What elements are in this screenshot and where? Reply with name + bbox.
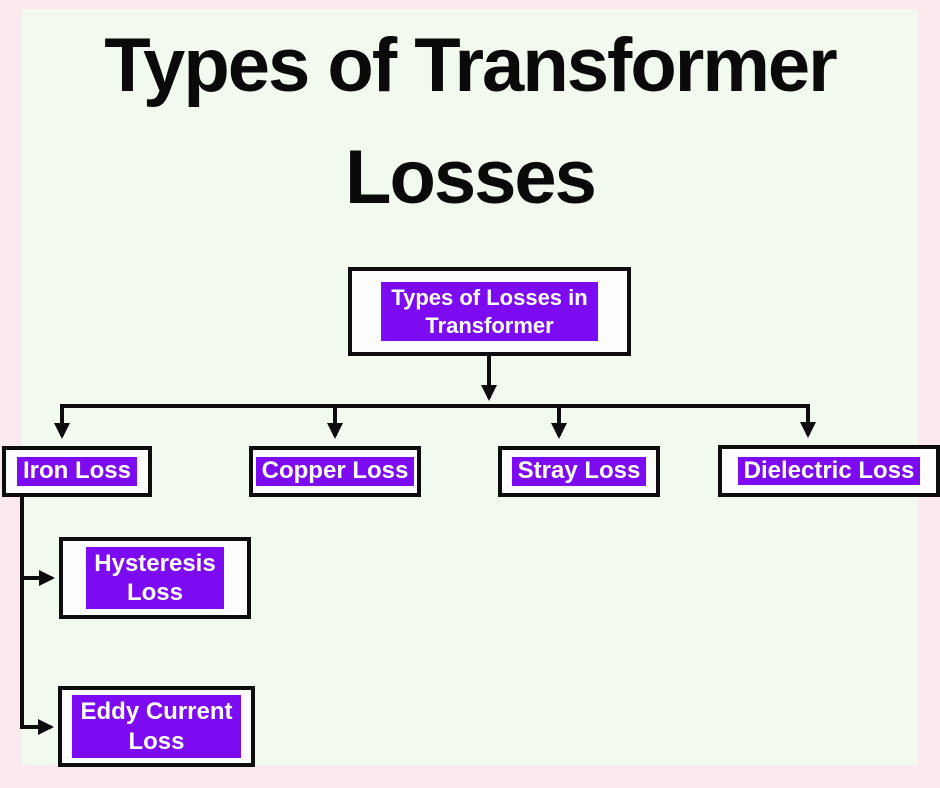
node-stray-loss-label: Stray Loss: [511, 457, 647, 486]
node-iron-loss-label: Iron Loss: [16, 457, 137, 486]
node-copper-loss: Copper Loss: [249, 446, 421, 497]
inner-panel: [22, 9, 918, 765]
node-dielectric-loss: Dielectric Loss: [718, 445, 940, 497]
node-iron-loss: Iron Loss: [2, 446, 152, 497]
node-types-of-losses-in-transformer-label: Types of Losses in Transformer: [381, 282, 598, 341]
node-copper-loss-label: Copper Loss: [255, 457, 415, 486]
node-eddy-current-loss-label: Eddy Current Loss: [72, 695, 241, 758]
page-title: Types of Transformer Losses: [104, 23, 837, 221]
node-types-of-losses-in-transformer: Types of Losses in Transformer: [348, 267, 631, 356]
node-hysteresis-loss: Hysteresis Loss: [59, 537, 251, 619]
node-hysteresis-loss-label: Hysteresis Loss: [86, 546, 224, 610]
node-eddy-current-loss: Eddy Current Loss: [58, 686, 255, 767]
node-dielectric-loss-label: Dielectric Loss: [737, 456, 921, 486]
node-stray-loss: Stray Loss: [498, 446, 660, 497]
